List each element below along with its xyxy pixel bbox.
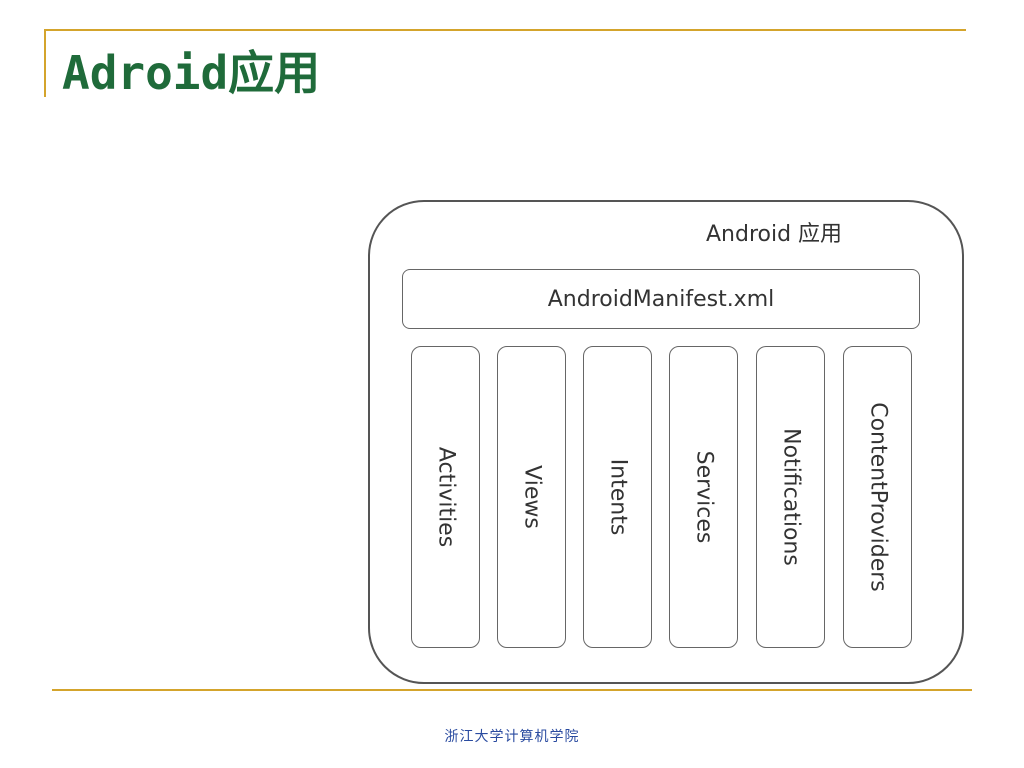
component-label: Views bbox=[519, 465, 544, 529]
component-label: Services bbox=[691, 450, 716, 544]
component-services: Services bbox=[669, 346, 738, 648]
component-activities: Activities bbox=[411, 346, 480, 648]
component-label: Notifications bbox=[778, 428, 803, 566]
component-label: Intents bbox=[605, 458, 630, 536]
android-app-label: Android 应用 bbox=[706, 222, 843, 247]
slide-title: Adroid应用 bbox=[62, 46, 321, 100]
top-divider bbox=[44, 29, 966, 31]
component-content-providers: ContentProviders bbox=[843, 346, 912, 648]
component-notifications: Notifications bbox=[756, 346, 825, 648]
component-label: Activities bbox=[433, 446, 458, 548]
component-views: Views bbox=[497, 346, 566, 648]
manifest-box: AndroidManifest.xml bbox=[402, 269, 920, 329]
component-intents: Intents bbox=[583, 346, 652, 648]
manifest-label: AndroidManifest.xml bbox=[547, 286, 775, 312]
component-label: ContentProviders bbox=[865, 402, 890, 592]
footer-text: 浙江大学计算机学院 bbox=[444, 729, 580, 745]
bottom-divider bbox=[52, 689, 972, 691]
title-accent-bar bbox=[44, 29, 46, 97]
